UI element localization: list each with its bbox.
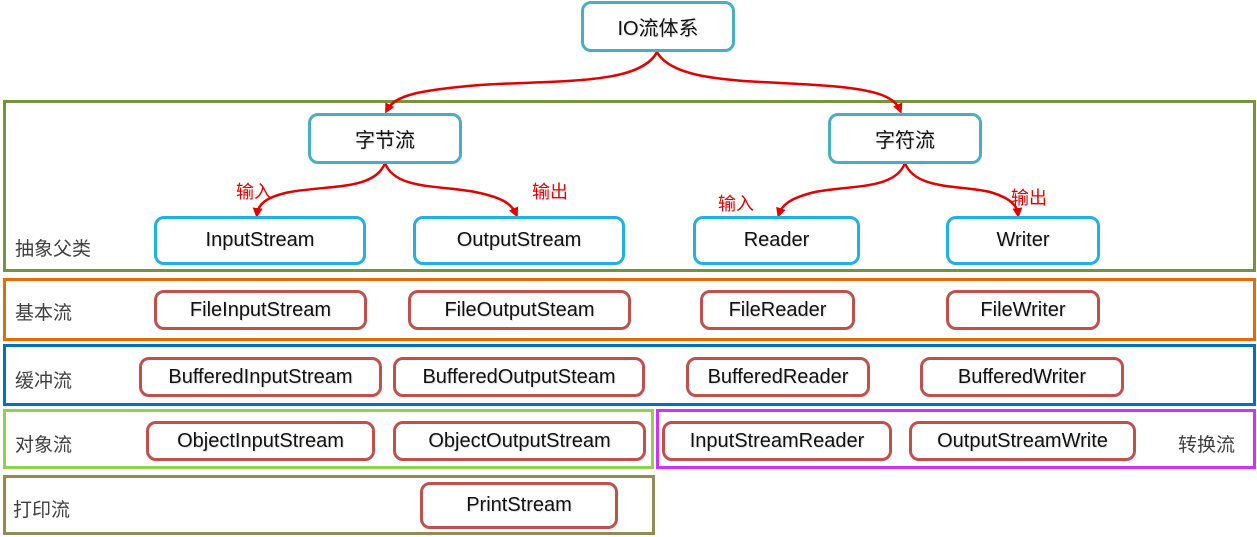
node-outputstream: OutputStream xyxy=(413,216,625,265)
node-io-system: IO流体系 xyxy=(581,1,735,52)
arrow-byte-to-output xyxy=(383,162,519,218)
arrow-char-to-writer xyxy=(903,162,1023,218)
arrow-label-byte-output: 输出 xyxy=(532,182,568,202)
node-fileinputstream: FileInputStream xyxy=(154,290,367,330)
arrow-root-to-byte xyxy=(385,51,659,114)
band-label-convert: 转换流 xyxy=(1178,435,1236,456)
band-label-object: 对象流 xyxy=(15,435,73,456)
node-objectinputstream: ObjectInputStream xyxy=(146,421,375,461)
node-filewriter: FileWriter xyxy=(946,290,1100,330)
node-byte-stream: 字节流 xyxy=(308,113,462,164)
node-outputstreamwrite: OutputStreamWrite xyxy=(909,421,1136,461)
band-print xyxy=(3,475,655,535)
arrow-label-char-input: 输入 xyxy=(718,194,754,214)
node-bufferedreader: BufferedReader xyxy=(686,357,870,397)
band-object xyxy=(3,409,654,469)
node-writer: Writer xyxy=(946,216,1100,265)
node-bufferedinputstream: BufferedInputStream xyxy=(139,357,382,397)
node-char-stream: 字符流 xyxy=(828,113,982,164)
node-printstream: PrintStream xyxy=(420,482,618,529)
arrow-byte-to-input xyxy=(252,162,387,218)
band-label-buffered: 缓冲流 xyxy=(15,371,73,392)
arrow-label-char-output: 输出 xyxy=(1011,188,1047,208)
band-convert xyxy=(656,409,1256,469)
band-label-basic: 基本流 xyxy=(15,303,73,324)
band-abstract xyxy=(3,100,1256,272)
node-inputstreamreader: InputStreamReader xyxy=(662,421,892,461)
band-label-print: 打印流 xyxy=(13,500,71,521)
node-bufferedwriter: BufferedWriter xyxy=(920,357,1124,397)
band-basic xyxy=(3,278,1256,341)
node-fileoutputsteam: FileOutputSteam xyxy=(408,290,631,330)
band-buffered xyxy=(3,344,1256,406)
band-label-abstract: 抽象父类 xyxy=(15,239,92,260)
node-filereader: FileReader xyxy=(700,290,855,330)
arrow-char-to-reader xyxy=(776,162,907,218)
node-bufferedoutputsteam: BufferedOutputSteam xyxy=(393,357,645,397)
arrow-root-to-char xyxy=(655,51,903,114)
node-objectoutputstream: ObjectOutputStream xyxy=(393,421,646,461)
arrow-label-byte-input: 输入 xyxy=(236,182,272,202)
node-inputstream: InputStream xyxy=(154,216,366,265)
node-reader: Reader xyxy=(693,216,860,265)
